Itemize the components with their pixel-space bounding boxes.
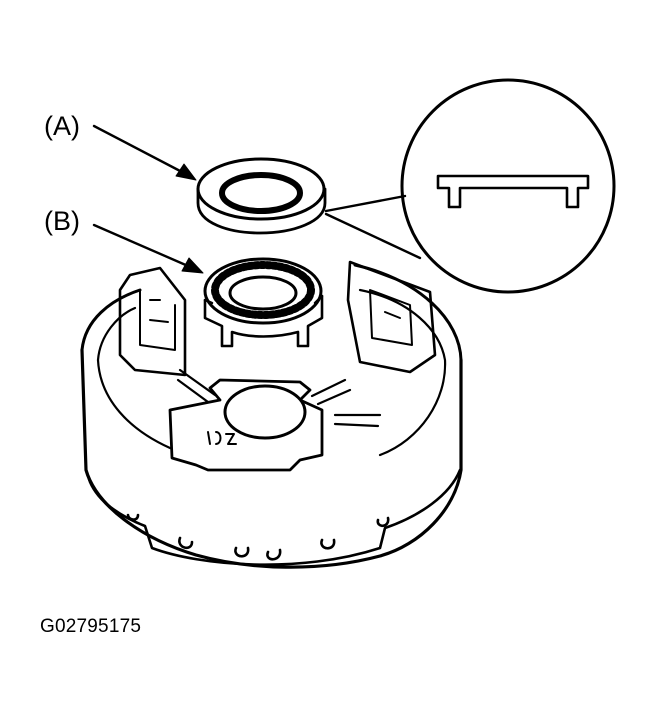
housing-hub-marking: [207, 431, 237, 445]
housing-bottom-rim: [84, 468, 462, 566]
housing-left-tab: [118, 266, 187, 377]
detail-circle: [400, 78, 616, 294]
thrust-needle-bearing: [203, 257, 324, 348]
washer-hole: [219, 172, 303, 214]
housing-inner-lower: [96, 358, 172, 450]
bearing-needle-ring: [211, 261, 315, 319]
callout-label-b: (B): [44, 206, 80, 236]
leader-arrow-b: [92, 223, 204, 274]
housing-holes: [126, 513, 390, 561]
bearing-lug: [203, 294, 324, 305]
detail-pointer: [324, 194, 422, 260]
bearing-inner-hole: [228, 275, 298, 311]
figure-id: G02795175: [40, 616, 142, 637]
washer-side: [196, 187, 327, 235]
housing-left-tab-detail: [139, 289, 176, 351]
housing-hub-bore: [223, 384, 307, 440]
callout-label-a: (A): [44, 111, 80, 141]
washer-cross-section: [436, 174, 590, 209]
housing-spoke: [176, 368, 382, 428]
bearing-cage: [203, 294, 324, 348]
housing: [80, 260, 463, 569]
housing-right-tab: [346, 260, 437, 374]
leader-arrow-a: [92, 124, 197, 181]
detail-inset: [324, 78, 616, 294]
housing-outer-wall: [80, 348, 463, 569]
housing-right-tab-detail: [369, 289, 413, 346]
housing-inner-rim: [96, 288, 447, 457]
thrust-washer: [196, 157, 327, 235]
